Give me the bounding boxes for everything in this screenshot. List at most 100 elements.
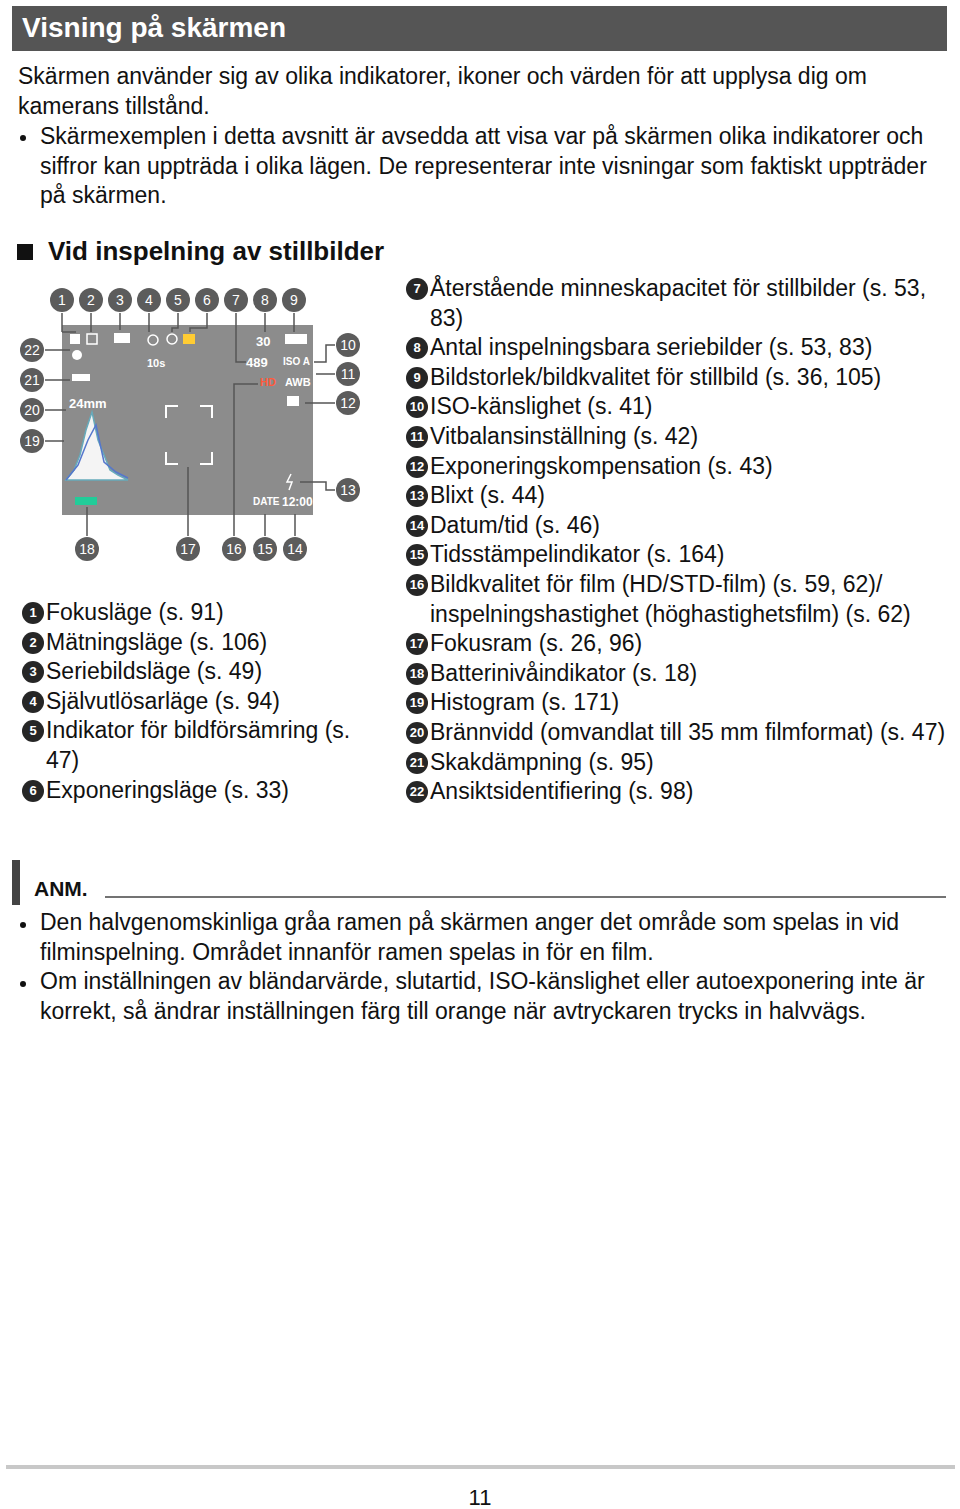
item-marker: 12 (406, 456, 428, 478)
list-item: 22Ansiktsidentifiering (s. 98) (406, 777, 951, 807)
item-marker: 22 (406, 781, 428, 803)
item-text: Batterinivåindikator (s. 18) (430, 659, 697, 689)
callout-number: 12 (336, 391, 360, 415)
item-marker: 8 (406, 337, 428, 359)
list-item: 1Fokusläge (s. 91) (22, 598, 352, 628)
item-marker: 9 (406, 367, 428, 389)
item-text: Blixt (s. 44) (430, 481, 545, 511)
item-text: Datum/tid (s. 46) (430, 511, 600, 541)
page-number: 11 (440, 1484, 520, 1509)
item-text: Bildkvalitet för film (HD/STD-film) (s. … (430, 570, 951, 629)
callout-number: 15 (253, 537, 277, 561)
item-text: Fokusram (s. 26, 96) (430, 629, 642, 659)
item-text: Ansiktsidentifiering (s. 98) (430, 777, 693, 807)
callout-number: 14 (283, 537, 307, 561)
list-item: 19Histogram (s. 171) (406, 688, 951, 718)
leader-lines (45, 313, 335, 536)
note-text: Den halvgenomskinliga gråa ramen på skär… (40, 908, 945, 967)
item-marker: 14 (406, 515, 428, 537)
callout-number: 7 (224, 288, 248, 312)
bullet (20, 135, 26, 141)
list-item: 17Fokusram (s. 26, 96) (406, 629, 951, 659)
list-item: 18Batterinivåindikator (s. 18) (406, 659, 951, 689)
screen-indicator: DATE (253, 496, 279, 507)
list-item: 6Exponeringsläge (s. 33) (22, 776, 352, 806)
item-text: Bildstorlek/bildkvalitet för stillbild (… (430, 363, 881, 393)
callout-number: 2 (79, 288, 103, 312)
legend-list: 1Fokusläge (s. 91)2Mätningsläge (s. 106)… (22, 598, 352, 805)
note-bar (12, 860, 20, 905)
bullet (20, 922, 26, 928)
callout-number: 19 (20, 429, 44, 453)
item-text: Mätningsläge (s. 106) (46, 628, 267, 658)
item-marker: 16 (406, 574, 428, 596)
bullet-text: Skärmexemplen i detta avsnitt är avsedda… (40, 122, 945, 211)
item-text: Tidsstämpelindikator (s. 164) (430, 540, 724, 570)
item-marker: 4 (22, 691, 44, 713)
callout-number: 21 (20, 368, 44, 392)
callout-number: 3 (108, 288, 132, 312)
list-item: 9Bildstorlek/bildkvalitet för stillbild … (406, 363, 951, 393)
item-text: Histogram (s. 171) (430, 688, 619, 718)
note-heading: ANM. (34, 876, 88, 902)
list-item: 5Indikator för bildförsämring (s. 47) (22, 716, 352, 775)
item-text: Vitbalansinställning (s. 42) (430, 422, 698, 452)
header-bar (12, 6, 947, 51)
screen-indicator: HD (260, 376, 276, 388)
list-item: 11Vitbalansinställning (s. 42) (406, 422, 951, 452)
screen-indicator: 24mm (69, 396, 107, 411)
callout-number: 20 (20, 398, 44, 422)
list-item: 10ISO-känslighet (s. 41) (406, 392, 951, 422)
item-text: Indikator för bildförsämring (s. 47) (46, 716, 352, 775)
list-item: 14Datum/tid (s. 46) (406, 511, 951, 541)
callout-number: 18 (75, 537, 99, 561)
heading-square (17, 244, 33, 260)
callout-number: 22 (20, 338, 44, 362)
list-item: 16Bildkvalitet för film (HD/STD-film) (s… (406, 570, 951, 629)
item-marker: 15 (406, 544, 428, 566)
item-text: Skakdämpning (s. 95) (430, 748, 654, 778)
list-item: 13Blixt (s. 44) (406, 481, 951, 511)
item-marker: 1 (22, 602, 44, 624)
item-text: Fokusläge (s. 91) (46, 598, 224, 628)
callout-number: 16 (222, 537, 246, 561)
legend-list: 7Återstående minneskapacitet för stillbi… (406, 274, 951, 807)
item-marker: 18 (406, 663, 428, 685)
item-marker: 5 (22, 720, 44, 742)
list-item: 4Självutlösarläge (s. 94) (22, 687, 352, 717)
list-item: 3Seriebildsläge (s. 49) (22, 657, 352, 687)
item-text: Exponeringskompensation (s. 43) (430, 452, 773, 482)
item-text: Seriebildsläge (s. 49) (46, 657, 262, 687)
bullet (20, 981, 26, 987)
callout-number: 13 (336, 478, 360, 502)
item-marker: 13 (406, 485, 428, 507)
item-text: Exponeringsläge (s. 33) (46, 776, 289, 806)
item-marker: 3 (22, 661, 44, 683)
screen-indicator: 10s (147, 357, 165, 369)
screen-indicator: 489 (246, 355, 268, 370)
screen-indicator: AWB (285, 376, 311, 388)
item-marker: 17 (406, 633, 428, 655)
item-text: Brännvidd (omvandlat till 35 mm filmform… (430, 718, 945, 748)
callout-number: 5 (166, 288, 190, 312)
list-item: 8Antal inspelningsbara seriebilder (s. 5… (406, 333, 951, 363)
list-item: 15Tidsstämpelindikator (s. 164) (406, 540, 951, 570)
section-heading: Vid inspelning av stillbilder (48, 235, 384, 267)
note-rule (105, 896, 946, 898)
item-marker: 10 (406, 396, 428, 418)
item-text: Återstående minneskapacitet för stillbil… (430, 274, 951, 333)
item-marker: 7 (406, 278, 428, 300)
callout-number: 4 (137, 288, 161, 312)
page-title: Visning på skärmen (22, 10, 286, 46)
callout-number: 10 (336, 333, 360, 357)
item-marker: 6 (22, 780, 44, 802)
screen-indicator: ISO A (283, 356, 310, 367)
note-text: Om inställningen av bländarvärde, slutar… (40, 967, 945, 1026)
item-marker: 19 (406, 692, 428, 714)
list-item: 7Återstående minneskapacitet för stillbi… (406, 274, 951, 333)
item-marker: 2 (22, 632, 44, 654)
intro-text: Skärmen använder sig av olika indikatore… (18, 62, 938, 121)
list-item: 2Mätningsläge (s. 106) (22, 628, 352, 658)
list-item: 12Exponeringskompensation (s. 43) (406, 452, 951, 482)
screen-indicator: 30 (256, 334, 270, 349)
